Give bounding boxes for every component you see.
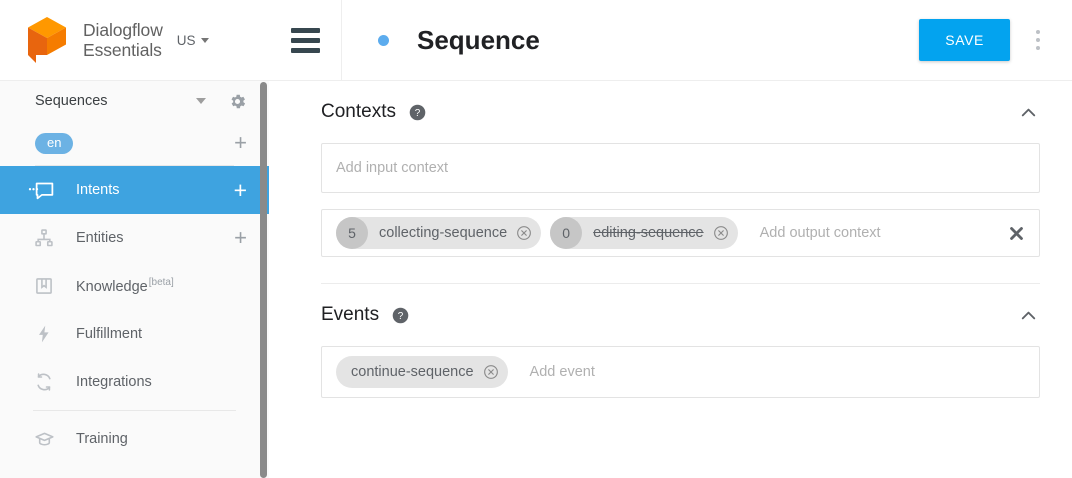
graduation-cap-icon bbox=[33, 428, 55, 450]
chip-label: continue-sequence bbox=[351, 364, 474, 380]
contexts-section-header: Contexts ? bbox=[321, 81, 1040, 143]
caret-down-icon[interactable] bbox=[196, 98, 206, 104]
output-context-field[interactable]: 5 collecting-sequence 0 editing-sequence bbox=[321, 209, 1040, 257]
context-chip-collecting-sequence[interactable]: 5 collecting-sequence bbox=[336, 217, 542, 249]
top-bar: Sequence SAVE bbox=[269, 0, 1072, 81]
dialogflow-cube-logo-icon bbox=[24, 15, 70, 65]
sidebar-item-label: Intents bbox=[76, 182, 120, 198]
brand-name-line2: Essentials bbox=[83, 40, 162, 60]
chip-label: collecting-sequence bbox=[379, 225, 508, 241]
remove-circle-icon[interactable] bbox=[483, 364, 499, 380]
save-button[interactable]: SAVE bbox=[919, 19, 1010, 61]
sidebar-item-label: Knowledge[beta] bbox=[76, 277, 174, 295]
sidebar-item-knowledge[interactable]: Knowledge[beta] bbox=[0, 262, 269, 310]
sidebar-scrollbar[interactable] bbox=[260, 82, 267, 478]
events-placeholder: Add event bbox=[529, 364, 595, 380]
sidebar-item-label: Entities bbox=[76, 230, 124, 246]
help-circle-icon[interactable]: ? bbox=[409, 104, 426, 121]
caret-down-icon bbox=[200, 37, 209, 43]
hamburger-menu-icon[interactable] bbox=[269, 0, 342, 81]
add-entity-plus-icon[interactable]: + bbox=[234, 225, 247, 250]
input-context-field[interactable]: Add input context bbox=[321, 143, 1040, 193]
chip-lifespan-count[interactable]: 5 bbox=[336, 217, 368, 249]
main-panel: Sequence SAVE Contexts ? bbox=[269, 0, 1072, 478]
input-context-placeholder: Add input context bbox=[336, 160, 449, 176]
region-selector[interactable]: US bbox=[177, 33, 209, 48]
context-chip-editing-sequence[interactable]: 0 editing-sequence bbox=[550, 217, 738, 249]
beta-badge: [beta] bbox=[148, 277, 174, 289]
page-title: Sequence bbox=[417, 24, 540, 55]
sidebar-item-integrations[interactable]: Integrations bbox=[0, 358, 269, 406]
sidebar-item-intents[interactable]: Intents + bbox=[0, 166, 269, 214]
region-label: US bbox=[176, 32, 196, 48]
svg-text:?: ? bbox=[398, 311, 404, 322]
hamburger-bar bbox=[290, 37, 320, 43]
sidebar-item-label: Training bbox=[76, 431, 128, 447]
section-divider bbox=[321, 283, 1040, 284]
contexts-title: Contexts bbox=[321, 101, 396, 122]
book-icon bbox=[33, 275, 55, 297]
language-row: en + bbox=[0, 121, 269, 165]
kebab-dot bbox=[1036, 46, 1040, 50]
contexts-collapse-chevron-up-icon[interactable] bbox=[1017, 101, 1040, 124]
lightning-bolt-icon bbox=[33, 323, 55, 345]
brand-name-line1: Dialogflow bbox=[83, 20, 163, 40]
agent-selector-row[interactable]: Sequences bbox=[0, 81, 269, 121]
output-context-chips: 5 collecting-sequence 0 editing-sequence bbox=[336, 217, 998, 249]
agent-name: Sequences bbox=[35, 93, 108, 109]
sidebar-item-training[interactable]: Training bbox=[0, 415, 269, 463]
kebab-menu-icon[interactable] bbox=[1018, 17, 1058, 63]
sidebar-item-fulfillment[interactable]: Fulfillment bbox=[0, 310, 269, 358]
hamburger-bar bbox=[290, 47, 320, 53]
hamburger-bar bbox=[290, 27, 320, 33]
sidebar-nav: Intents + Entities + bbox=[0, 166, 269, 463]
events-collapse-chevron-up-icon[interactable] bbox=[1017, 304, 1040, 327]
brand-name: Dialogflow Essentials bbox=[83, 20, 163, 60]
help-circle-icon[interactable]: ? bbox=[392, 307, 409, 324]
add-intent-plus-icon[interactable]: + bbox=[233, 177, 247, 203]
clear-output-contexts-close-bold-icon[interactable] bbox=[1008, 225, 1025, 242]
events-chips: continue-sequence Add event bbox=[336, 356, 1025, 388]
main-content: Contexts ? Add input context bbox=[269, 81, 1072, 398]
events-field[interactable]: continue-sequence Add event bbox=[321, 346, 1040, 398]
knowledge-label-text: Knowledge bbox=[76, 278, 148, 295]
sidebar-nav-separator bbox=[33, 410, 236, 411]
sidebar-item-label: Fulfillment bbox=[76, 326, 143, 342]
remove-circle-icon[interactable] bbox=[516, 225, 532, 241]
chip-lifespan-count[interactable]: 0 bbox=[550, 217, 583, 249]
remove-circle-icon[interactable] bbox=[713, 225, 729, 241]
svg-text:?: ? bbox=[415, 108, 421, 119]
output-context-placeholder: Add output context bbox=[759, 225, 881, 241]
gear-icon[interactable] bbox=[228, 92, 247, 111]
sidebar-item-entities[interactable]: Entities + bbox=[0, 214, 269, 262]
chat-bubble-icon bbox=[28, 179, 55, 201]
brand-header: Dialogflow Essentials US bbox=[0, 0, 269, 81]
sidebar-divider bbox=[35, 165, 234, 166]
kebab-dot bbox=[1036, 38, 1040, 42]
sidebar-item-label: Integrations bbox=[76, 374, 152, 390]
org-chart-icon bbox=[33, 227, 55, 249]
chip-label: editing-sequence bbox=[593, 225, 704, 241]
event-chip-continue-sequence[interactable]: continue-sequence bbox=[336, 356, 508, 388]
language-pill-en[interactable]: en bbox=[35, 132, 74, 154]
sidebar: Dialogflow Essentials US Sequences en + bbox=[0, 0, 269, 478]
events-section-header: Events ? bbox=[321, 284, 1040, 346]
sync-refresh-icon bbox=[33, 371, 55, 393]
add-language-plus-icon[interactable]: + bbox=[234, 130, 247, 155]
kebab-dot bbox=[1036, 30, 1040, 34]
events-title: Events bbox=[321, 304, 380, 325]
blue-status-dot-icon bbox=[378, 34, 389, 46]
